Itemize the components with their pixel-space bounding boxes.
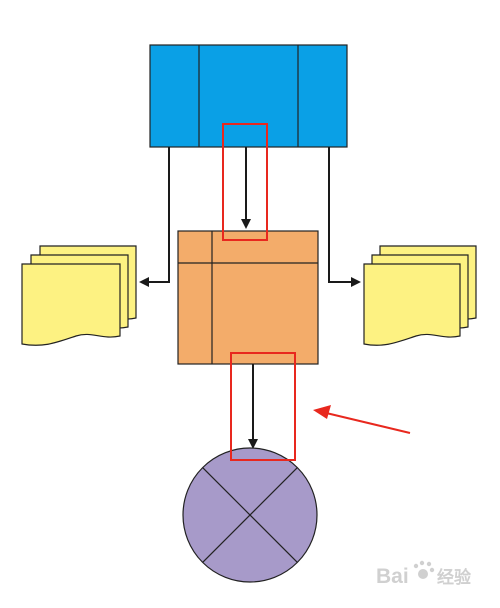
paw-icon: [413, 560, 435, 579]
top-process-block: [149, 44, 348, 148]
center-storage-block: [177, 230, 319, 365]
red-pointer-head: [313, 405, 331, 419]
watermark-sub-text: 经验: [437, 567, 472, 587]
watermark-text: Bai: [376, 565, 409, 588]
watermark: Bai 经验: [376, 560, 472, 588]
center-block-fill: [177, 230, 319, 365]
left-document-stack: [21, 245, 137, 346]
highlight-box-top-arrow: [222, 123, 268, 241]
connector-cross-line-2: [202, 467, 298, 563]
top-block-fill: [149, 44, 348, 148]
red-pointer-shaft: [321, 411, 411, 434]
arrow-top-to-left-document: [139, 147, 170, 287]
left-document-front: [21, 263, 121, 346]
red-pointer-arrow: [313, 405, 411, 434]
highlight-box-bottom-arrow: [230, 352, 296, 461]
arrow-top-to-right-document: [328, 147, 361, 287]
bottom-connector-circle: [182, 447, 318, 583]
right-document-stack: [363, 245, 477, 346]
right-document-front: [363, 263, 461, 346]
